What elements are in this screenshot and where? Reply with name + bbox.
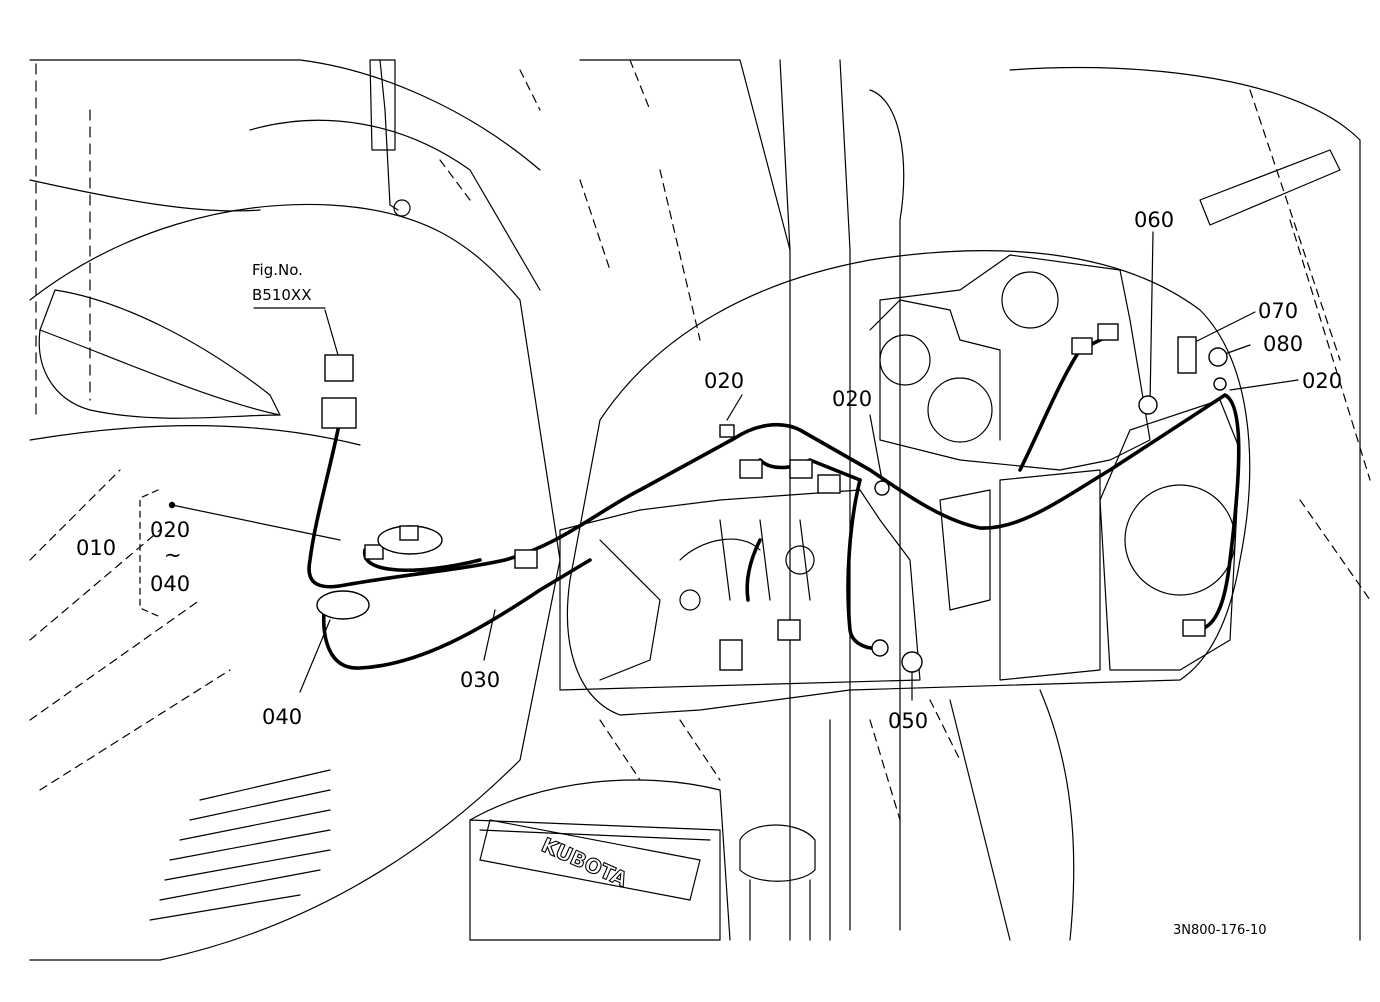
leader-060 xyxy=(1149,231,1154,406)
harness-branch-6 xyxy=(745,538,762,602)
connector-upper xyxy=(324,354,354,382)
flywheel-area xyxy=(999,469,1101,681)
callout-range-tilde: ~ xyxy=(164,543,182,567)
fig-reference-number: B510XX xyxy=(252,286,312,304)
callout-050: 050 xyxy=(888,709,929,733)
leader-020-a xyxy=(726,394,743,421)
callout-020-pump: 020 xyxy=(704,369,745,393)
grommet-040 xyxy=(316,590,370,620)
callout-030: 030 xyxy=(460,668,501,692)
hood-top xyxy=(29,179,261,212)
fuel-cap xyxy=(739,824,816,882)
connector-lower xyxy=(321,397,357,429)
leader-020-c xyxy=(1229,379,1299,391)
engine-cover-outline xyxy=(566,250,1251,716)
hood-outline xyxy=(29,203,561,961)
callout-020-range-start: 020 xyxy=(150,518,191,542)
callout-040: 040 xyxy=(262,705,303,729)
sensor-060 xyxy=(1138,395,1158,415)
drawing-code: 3N800-176-10 xyxy=(1173,923,1267,938)
battery-box xyxy=(469,819,721,941)
timing-case xyxy=(1099,399,1241,671)
callout-070: 070 xyxy=(1258,299,1299,323)
cylinder-head xyxy=(879,254,1151,471)
harness-branch-4 xyxy=(1018,333,1112,472)
injection-pump xyxy=(559,489,921,691)
bracket-070 xyxy=(1177,336,1197,374)
hood-vents xyxy=(149,769,331,921)
leader-020-b xyxy=(869,414,883,481)
headlight-grille xyxy=(39,289,281,416)
windshield-edge xyxy=(579,59,791,941)
lower-body xyxy=(469,779,731,941)
pillar-right xyxy=(839,59,851,931)
manifold xyxy=(869,299,1001,441)
callout-010: 010 xyxy=(76,536,117,560)
harness-branch-2 xyxy=(846,478,882,651)
leader-010 xyxy=(171,504,341,541)
group-bracket xyxy=(139,489,159,617)
callout-020-center: 020 xyxy=(832,387,873,411)
harness-branch-1 xyxy=(321,558,592,670)
leader-fig xyxy=(324,309,339,356)
cab-panel xyxy=(249,119,541,291)
bolt-050 xyxy=(901,651,923,673)
fig-reference-label: Fig.No. xyxy=(252,261,303,279)
callout-080: 080 xyxy=(1263,332,1304,356)
brand-text: KUBOTA xyxy=(538,833,632,892)
cab-right xyxy=(1009,66,1361,941)
bolt-080 xyxy=(1208,347,1228,367)
callout-060: 060 xyxy=(1134,208,1175,232)
hood-side xyxy=(29,424,361,446)
leader-070 xyxy=(1194,311,1256,343)
harness-main xyxy=(307,393,1241,632)
callout-040-range-end: 040 xyxy=(150,572,191,596)
callout-020-right: 020 xyxy=(1302,369,1343,393)
